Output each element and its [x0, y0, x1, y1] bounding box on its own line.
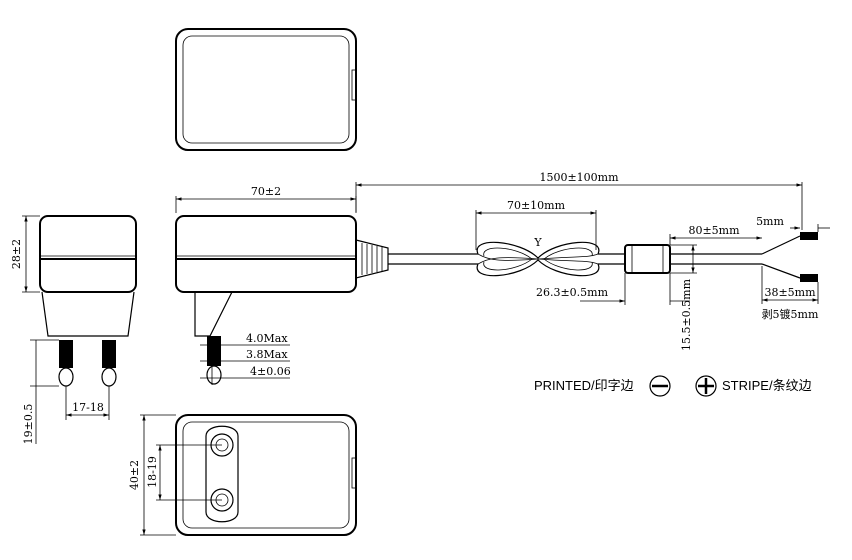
dimension-lines: [22, 182, 830, 536]
pin-max-2-label: 3.8Max: [246, 348, 288, 361]
strip-outer-label: 5mm: [756, 215, 784, 228]
pin-spacing-bottom-label: 18-19: [146, 456, 159, 488]
polarity-legend: PRINTED/印字边 STRIPE/条纹边: [534, 375, 812, 397]
pin-length-label: 19±0.5: [22, 404, 35, 445]
dimension-labels: 70±2 1500±100mm 70±10mm 80±5mm 5mm 26.3±…: [10, 171, 819, 490]
ferrite-length-label: 26.3±0.5mm: [536, 286, 609, 299]
body-height-label: 28±2: [10, 239, 23, 269]
minus-circle-icon: [649, 375, 671, 397]
stripe-label: STRIPE/条纹边: [722, 378, 812, 393]
coil-mark: Y: [533, 236, 542, 249]
ferrite-position-label: 80±5mm: [688, 224, 740, 237]
top-view: [175, 28, 357, 151]
pin-spacing-label: 17-18: [72, 401, 104, 414]
width-label: 40±2: [128, 460, 141, 490]
body-length-label: 70±2: [251, 185, 281, 198]
split-length-label: 38±5mm: [764, 286, 816, 299]
plus-circle-icon: [695, 375, 717, 397]
pin-diameter-label: 4±0.06: [250, 365, 291, 378]
ferrite-diameter-label: 15.5±0.5mm: [680, 278, 693, 351]
coil-length-label: 70±10mm: [507, 199, 566, 212]
cable: Y: [388, 232, 818, 282]
cable-length-label: 1500±100mm: [539, 171, 619, 184]
bottom-view: [175, 414, 357, 536]
printed-label: PRINTED/印字边: [534, 378, 634, 393]
side-view: [175, 215, 389, 385]
pin-max-1-label: 4.0Max: [246, 332, 288, 345]
strip-note-label: 剥5镀5mm: [762, 307, 819, 321]
end-view: [39, 215, 137, 387]
